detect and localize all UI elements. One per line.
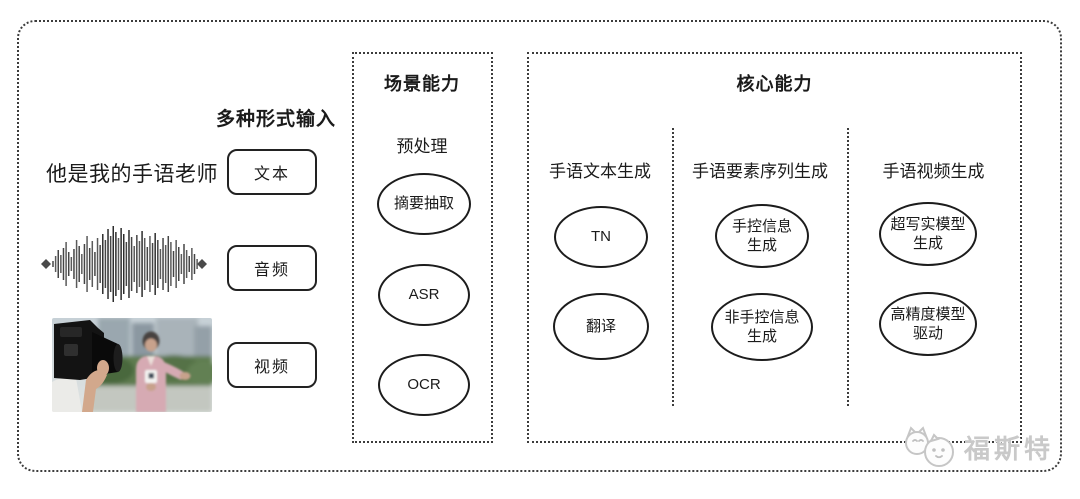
watermark-text: 福斯特 <box>964 433 1055 464</box>
node-ocr: OCR <box>378 354 470 416</box>
core-capability-box <box>527 52 1022 443</box>
node-label: 非手控信息 <box>724 308 800 326</box>
scene-box-title: 场景能力 <box>384 74 460 94</box>
node-translation: 翻译 <box>553 293 649 360</box>
reporter-photo <box>52 318 212 412</box>
node-label: 高精度模型 <box>890 305 966 323</box>
outer-border <box>17 20 1062 472</box>
node-tn: TN <box>554 206 648 268</box>
node-label: ASR <box>408 286 440 304</box>
node-label: 生成 <box>746 237 777 254</box>
input-heading: 多种形式输入 <box>216 109 337 130</box>
node-label: 超写实模型 <box>890 215 966 233</box>
sample-sentence: 他是我的手语老师 <box>46 163 218 186</box>
scene-capability-box <box>352 52 493 443</box>
column-separator-1 <box>672 128 674 406</box>
node-label: 摘要抽取 <box>393 195 454 213</box>
col-header-video-generation: 手语视频生成 <box>882 162 985 181</box>
node-hyperreal-model-generation: 超写实模型 生成 <box>879 202 977 266</box>
input-type-video-label: 视频 <box>253 359 290 376</box>
preprocess-label: 预处理 <box>396 137 448 156</box>
col-header-text-generation: 手语文本生成 <box>549 162 651 181</box>
core-box-title: 核心能力 <box>736 74 813 94</box>
photo-cameraman <box>52 320 123 412</box>
node-summary-extraction: 摘要抽取 <box>377 173 471 235</box>
node-manual-info-generation: 手控信息 生成 <box>715 204 809 268</box>
node-label: 驱动 <box>912 325 943 342</box>
input-type-audio-box: 音频 <box>227 245 317 291</box>
node-label: 手控信息 <box>731 217 792 235</box>
node-high-precision-model-drive: 高精度模型 驱动 <box>879 292 977 356</box>
input-type-text-box: 文本 <box>227 149 317 195</box>
col-header-element-sequence: 手语要素序列生成 <box>692 162 828 181</box>
node-label: TN <box>591 228 611 246</box>
photo-reporter <box>136 331 191 412</box>
audio-waveform-graphic <box>40 224 208 309</box>
watermark: 福斯特 <box>902 424 1054 470</box>
input-type-audio-label: 音频 <box>253 262 290 279</box>
input-type-text-label: 文本 <box>253 166 290 183</box>
node-label: 生成 <box>746 328 777 345</box>
input-type-video-box: 视频 <box>227 342 317 388</box>
mascot-faces-icon <box>905 426 954 467</box>
column-separator-2 <box>847 128 849 406</box>
node-non-manual-info-generation: 非手控信息 生成 <box>711 293 813 361</box>
node-label: 生成 <box>912 235 943 252</box>
node-label: OCR <box>407 376 441 394</box>
node-asr: ASR <box>378 264 470 326</box>
node-label: 翻译 <box>585 317 616 335</box>
